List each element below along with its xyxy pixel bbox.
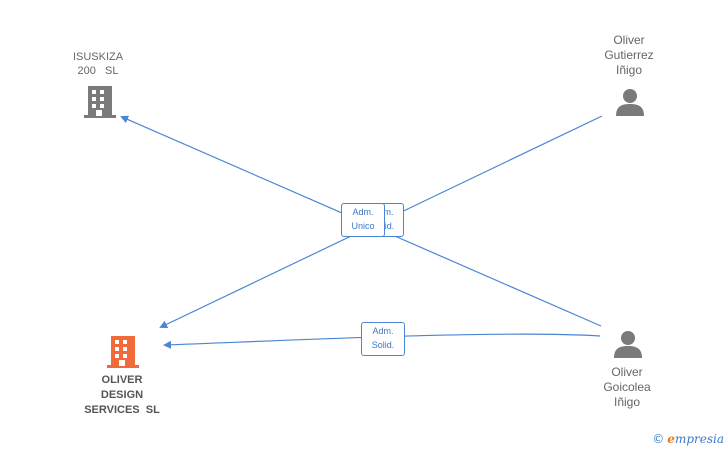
edge-label-front-line1: Adm. xyxy=(352,207,374,217)
node-label-gutierrez-line3: Iñigo xyxy=(615,63,643,77)
node-label-oliver-design[interactable]: OLIVER DESIGN SERVICES SL xyxy=(72,373,172,418)
node-label-goicolea-line2: Goicolea xyxy=(603,380,651,394)
building-icon-oliver-design[interactable] xyxy=(107,336,139,368)
node-label-goicolea-line3: Iñigo xyxy=(613,395,641,409)
edge-label-bottom-line1: Adm. xyxy=(372,326,394,336)
node-label-oliver-design-line3: SERVICES SL xyxy=(84,404,160,416)
brand-initial: e xyxy=(667,432,675,446)
edge-label-front[interactable]: Adm. Unico xyxy=(341,203,385,237)
edge-label-bottom-line2: Solid. xyxy=(371,340,395,350)
empresia-watermark: ©empresia xyxy=(652,432,724,446)
building-icon-isuskiza[interactable] xyxy=(84,86,116,118)
node-label-goicolea-line1: Oliver xyxy=(611,365,643,379)
node-label-gutierrez-line1: Oliver xyxy=(613,33,645,47)
node-label-isuskiza[interactable]: ISUSKIZA 200 SL xyxy=(58,50,138,78)
node-label-oliver-design-line1: OLIVER xyxy=(101,374,143,386)
node-label-oliver-design-line2: DESIGN xyxy=(100,389,144,401)
copyright-symbol: © xyxy=(652,432,665,446)
edge-label-front-line2: Unico xyxy=(351,221,375,231)
node-label-isuskiza-line1: ISUSKIZA xyxy=(72,51,124,63)
person-icon-goicolea[interactable] xyxy=(614,331,642,358)
person-icon-gutierrez[interactable] xyxy=(616,89,644,116)
node-label-gutierrez[interactable]: Oliver Gutierrez Iñigo xyxy=(588,33,670,78)
node-label-isuskiza-line2: 200 SL xyxy=(77,65,119,77)
node-label-gutierrez-line2: Gutierrez xyxy=(604,48,654,62)
edge-label-bottom[interactable]: Adm. Solid. xyxy=(361,322,405,356)
brand-name: mpresia xyxy=(674,432,724,446)
node-label-goicolea[interactable]: Oliver Goicolea Iñigo xyxy=(586,365,668,410)
